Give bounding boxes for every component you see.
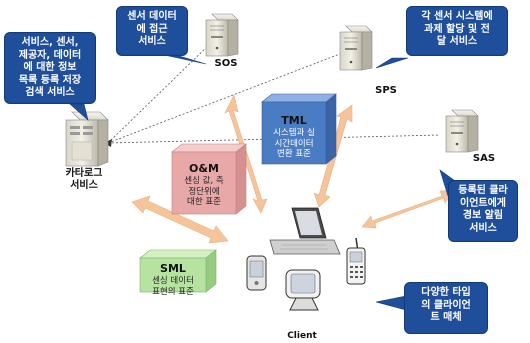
sos-callout: 센서 데이터 에 접근 서비스 [116, 6, 188, 56]
sas-label: SAS [472, 153, 496, 164]
catalog-callout: 서비스, 센서, 제공자, 데이터 에 대한 정보 목록 등록 저장 검색 서비… [4, 32, 96, 104]
phone-icon [346, 237, 366, 285]
sps-server-icon [339, 25, 373, 71]
sas-callout: 등록된 클라 이언트에게 경보 알림 서비스 [448, 180, 518, 242]
sps-callout: 각 센서 시스템에 과제 할당 및 전 달 서비스 [406, 6, 508, 56]
laptop-icon [269, 207, 341, 255]
desktop-icon [285, 269, 321, 311]
dotted-connectors [107, 41, 441, 144]
tml-box-shape [261, 93, 337, 165]
tml-description: 시스템과 실 시간데이터 변환 표준 [273, 128, 315, 159]
om-box-shape [171, 143, 247, 215]
om-title: O&M [189, 162, 219, 175]
catalog-server-icon [65, 111, 109, 167]
client-label: Client [287, 331, 317, 341]
sos-label: SOS [214, 58, 238, 69]
sas-server-icon [445, 109, 479, 153]
om-description: 센싱 값, 측 정단위에 대한 표준 [184, 176, 224, 207]
sml-title: SML [160, 262, 186, 275]
pda-icon [246, 255, 267, 291]
client-callout: 다양한 타입 의 클라이언 트 매체 [404, 282, 488, 334]
sps-label: SPS [375, 85, 397, 96]
sml-box-shape [139, 249, 217, 293]
catalog-label: 카타로그 서비스 [65, 168, 103, 191]
tml-title: TML [281, 114, 307, 127]
sml-description: 센싱 데이터 표현의 표준 [152, 276, 194, 297]
sos-server-icon [205, 13, 239, 57]
